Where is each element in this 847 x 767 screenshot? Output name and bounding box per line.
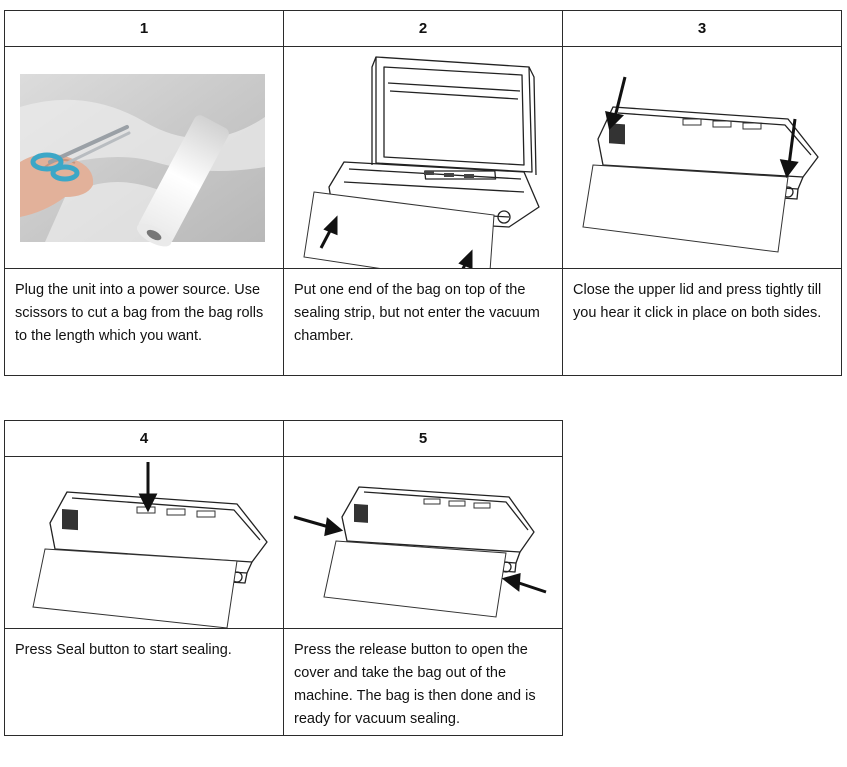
steps-table-bottom: 4 5 (4, 420, 563, 736)
step-3-number: 3 (562, 10, 842, 47)
press-seal-button-illustration (32, 462, 268, 628)
step-2-text: Put one end of the bag on top of the sea… (283, 268, 563, 376)
step-4-text: Press Seal button to start sealing. (4, 628, 284, 736)
scissors-cutting-bag-illustration (20, 74, 265, 247)
step-3-text: Close the upper lid and press tightly ti… (562, 268, 842, 376)
close-lid-sealer-illustration (582, 76, 819, 253)
open-lid-sealer-illustration (303, 56, 540, 268)
step-1-image (4, 46, 284, 269)
press-release-button-illustration (293, 486, 547, 618)
step-3-image (562, 46, 842, 269)
step-5-image (283, 456, 563, 629)
step-4-number: 4 (4, 420, 284, 457)
step-2-image (283, 46, 563, 269)
step-1-number: 1 (4, 10, 284, 47)
step-5-text: Press the release button to open the cov… (283, 628, 563, 736)
step-1-text: Plug the unit into a power source. Use s… (4, 268, 284, 376)
step-4-image (4, 456, 284, 629)
step-2-number: 2 (283, 10, 563, 47)
step-5-number: 5 (283, 420, 563, 457)
steps-table-top: 1 2 3 (4, 10, 842, 376)
